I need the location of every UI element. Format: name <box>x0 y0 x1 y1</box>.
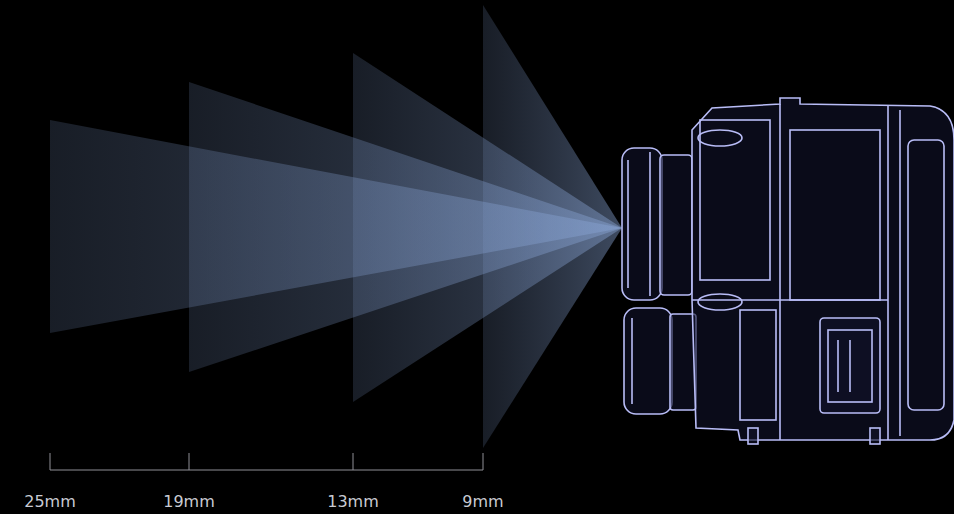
camera <box>622 98 954 444</box>
battery-door <box>820 318 880 413</box>
lens-lower <box>624 308 672 414</box>
dimension-label: 19mm <box>163 493 215 511</box>
dimension-label: 13mm <box>327 493 379 511</box>
lens-barrel <box>660 155 692 295</box>
dimension-label: 9mm <box>462 493 503 511</box>
dimension-label: 25mm <box>24 493 76 511</box>
camera-body <box>692 98 954 440</box>
fov-25mm <box>50 120 622 333</box>
field-of-view <box>50 5 622 448</box>
scale-bar <box>50 453 483 470</box>
lens-front <box>622 148 662 300</box>
